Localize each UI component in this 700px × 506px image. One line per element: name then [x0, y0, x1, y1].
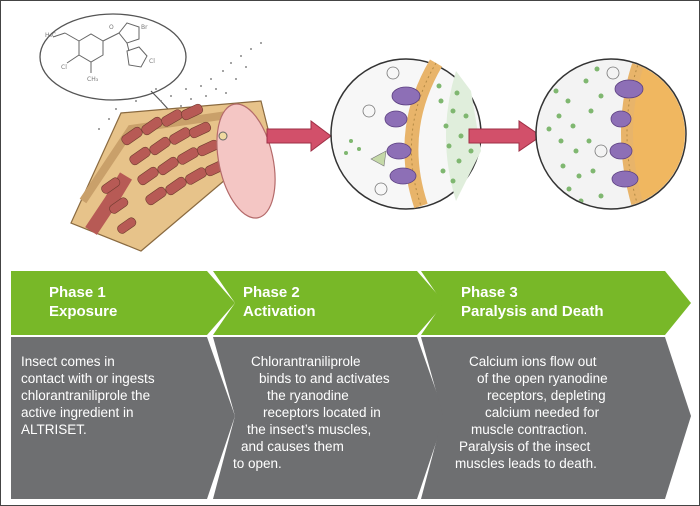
phase-3-line: Calcium ions flow out — [469, 354, 597, 369]
phase-3-line: muscles leads to death. — [455, 456, 597, 471]
phase-1-line: active ingredient in — [21, 405, 134, 420]
phase-1-panel: Phase 1 Exposure Insect comes in contact… — [11, 271, 235, 499]
cell-zoom-circle — [330, 58, 482, 210]
svg-text:Cl: Cl — [61, 64, 67, 71]
phase-2-line: and causes them — [241, 439, 344, 454]
phase-1-line: ALTRISET. — [21, 422, 87, 437]
phase-3-heading: Phase 3 Paralysis and Death — [461, 283, 604, 321]
cell-zoom-circle — [535, 58, 687, 210]
phase-2-number: Phase 2 — [243, 284, 300, 301]
phase-3-description: Calcium ions flow out of the open ryanod… — [447, 353, 677, 472]
phase-2-line: the insect’s muscles, — [247, 422, 372, 437]
phase-3-title: Paralysis and Death — [461, 303, 604, 320]
zoom-arrow — [468, 120, 542, 152]
svg-text:H₃C: H₃C — [45, 32, 56, 39]
phase-2-heading: Phase 2 Activation — [243, 283, 316, 321]
phase-2-line: binds to and activates — [259, 371, 390, 386]
svg-text:O: O — [109, 24, 114, 31]
phase-2-line: receptors located in — [263, 405, 381, 420]
svg-text:Cl: Cl — [149, 58, 155, 65]
phase-1-number: Phase 1 — [49, 284, 106, 301]
phase-2-line: the ryanodine — [267, 388, 349, 403]
zoom-arrow — [266, 120, 332, 152]
phase-1-heading: Phase 1 Exposure — [49, 283, 117, 321]
phase-3-line: of the open ryanodine — [477, 371, 608, 386]
phase-2-shape — [213, 271, 445, 499]
phase-1-line: Insect comes in — [21, 354, 115, 369]
phase-2-description: Chlorantraniliprole binds to and activat… — [233, 353, 423, 472]
phase-3-number: Phase 3 — [461, 284, 518, 301]
phase-3-shape — [421, 271, 691, 499]
phase-1-shape — [11, 271, 235, 499]
phase-3-line: muscle contraction. — [471, 422, 588, 437]
phase-3-panel: Phase 3 Paralysis and Death Calcium ions… — [421, 271, 699, 499]
phase-2-line: to open. — [233, 456, 282, 471]
phase-3-line: receptors, depleting — [487, 388, 606, 403]
svg-text:Br: Br — [141, 24, 148, 31]
phase-2-line: Chlorantraniliprole — [251, 354, 361, 369]
phase-2-title: Activation — [243, 303, 316, 320]
phase-3-line: calcium needed for — [485, 405, 600, 420]
phase-2-panel: Phase 2 Activation Chlorantraniliprole b… — [213, 271, 445, 499]
phase-1-title: Exposure — [49, 303, 118, 320]
svg-text:CH₃: CH₃ — [87, 76, 99, 83]
phase-3-line: Paralysis of the insect — [459, 439, 591, 454]
phase-1-line: chlorantraniliprole the — [21, 388, 151, 403]
phase-1-line: contact with or ingests — [21, 371, 155, 386]
muscle-fiber-illustration — [70, 100, 276, 252]
phase-1-description: Insect comes in contact with or ingests … — [21, 353, 155, 438]
